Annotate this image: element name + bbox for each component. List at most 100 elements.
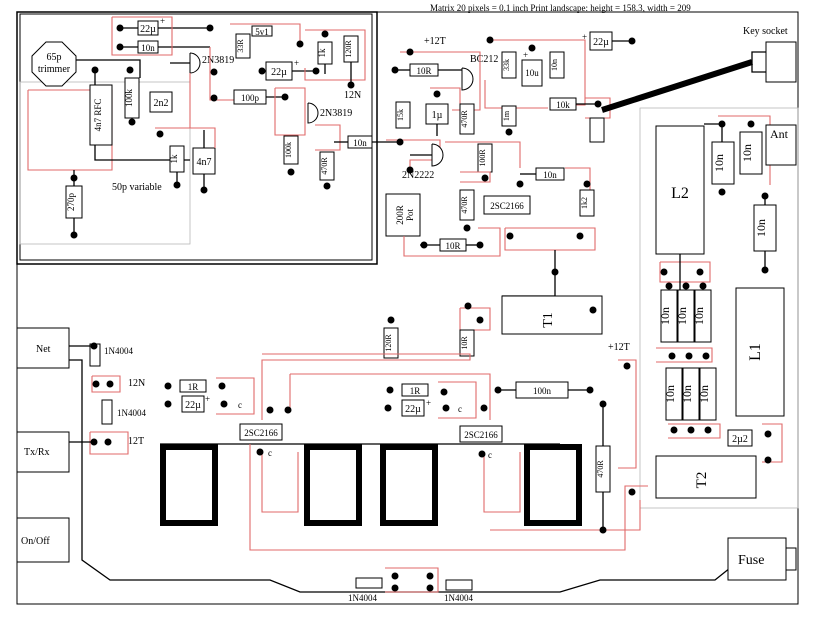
svg-text:22µ: 22µ <box>140 24 156 35</box>
svg-text:+: + <box>205 394 210 404</box>
svg-text:2n2: 2n2 <box>154 98 169 109</box>
capacitor-100p: 100p <box>233 89 267 105</box>
capacitor-10n-k: 10n <box>663 367 683 421</box>
svg-text:10n: 10n <box>663 385 677 403</box>
svg-text:1m: 1m <box>502 110 511 121</box>
onoff-connector: On/Off <box>16 517 70 563</box>
solder-pad <box>220 400 228 408</box>
solder-pad <box>599 400 607 408</box>
solder-pad <box>206 24 214 32</box>
track <box>502 250 556 297</box>
track <box>69 359 780 593</box>
capacitor-10n-i: 10n <box>675 289 695 343</box>
solder-pad <box>764 456 772 464</box>
txrx-connector: Tx/Rx <box>16 431 70 473</box>
solder-pad <box>387 316 395 324</box>
pcb-trace <box>438 381 477 419</box>
transformer-t1: T1 <box>501 295 603 335</box>
resistor-1m-b <box>589 117 605 143</box>
resistor-100r-a: 100R <box>477 143 493 173</box>
solder-pad <box>256 448 264 456</box>
pcb-trace <box>111 16 173 56</box>
svg-text:10k: 10k <box>556 100 570 110</box>
svg-text:100n: 100n <box>533 386 552 396</box>
variable-cap-area <box>19 81 191 245</box>
trimmer-65p: 65p trimmer <box>31 41 77 87</box>
resistor-33k: 33k <box>501 51 517 79</box>
supply-12t-label-b: +12T <box>608 342 630 353</box>
resistor-1r-a: 1R <box>179 379 207 393</box>
resistor-1k-a: 1k <box>169 145 185 173</box>
pcb-trace <box>459 307 491 331</box>
pcb-trace <box>460 171 491 183</box>
resistor-1k2: 1k2 <box>579 189 595 217</box>
svg-text:200R: 200R <box>395 205 405 225</box>
diode-1n4004-b: 1N4004 <box>101 399 146 425</box>
solder-pad <box>323 182 331 190</box>
solder-pad <box>670 426 678 434</box>
rfc-4n7: 4n7 RFC <box>89 84 113 146</box>
capacitor-22u-c: 22µ + <box>582 31 613 51</box>
solder-pad <box>476 241 484 249</box>
solder-pad <box>70 231 78 239</box>
solder-pad <box>528 44 536 52</box>
track <box>704 123 723 142</box>
svg-text:120R: 120R <box>344 40 353 58</box>
solder-pad <box>116 43 124 51</box>
solder-pad <box>442 404 450 412</box>
svg-text:10n: 10n <box>658 307 672 325</box>
capacitor-10n-b: 10n <box>347 135 373 149</box>
inductor-l1: L1 <box>735 287 785 417</box>
pin-c-label: c <box>458 404 462 414</box>
resistor-470r-a: 470R <box>319 151 335 181</box>
resistor-10r-c: 10R <box>459 329 475 357</box>
svg-text:+: + <box>294 58 299 68</box>
solder-pad <box>433 90 441 98</box>
capacitor-270p: 270p <box>65 185 83 219</box>
solder-pad <box>173 181 181 189</box>
svg-text:+: + <box>160 16 165 26</box>
svg-text:10u: 10u <box>525 68 539 78</box>
svg-text:1k2: 1k2 <box>580 197 589 209</box>
solder-pad <box>699 282 707 290</box>
capacitor-10n-d: 10n <box>535 167 565 181</box>
svg-text:1R: 1R <box>188 382 199 392</box>
solder-pad <box>284 406 292 414</box>
key-cable <box>601 59 753 113</box>
solder-pad <box>210 94 218 102</box>
solder-pad <box>104 438 112 446</box>
capacitor-10n-e: 10n <box>711 141 735 185</box>
solder-pad <box>296 40 304 48</box>
svg-text:1N4004: 1N4004 <box>348 593 377 603</box>
solder-pad <box>321 30 329 38</box>
pcb-trace <box>668 423 721 439</box>
variable-cap-label: 50p variable <box>112 182 162 193</box>
svg-text:1k: 1k <box>317 48 327 58</box>
svg-text:15k: 15k <box>396 109 405 121</box>
net-connector: Net <box>16 327 70 369</box>
pcb-trace <box>762 423 783 463</box>
resistor-100k-a: 100k <box>124 77 140 119</box>
fuse-holder: Fuse <box>727 537 797 581</box>
pcb-trace <box>483 452 521 513</box>
solder-pad <box>91 66 99 74</box>
resistor-470r-d: 470R <box>595 445 611 493</box>
capacitor-22u-a: 22µ + <box>137 16 165 36</box>
pcb-trace <box>155 127 216 148</box>
heatsink-block-3 <box>380 444 438 526</box>
solder-pad <box>576 232 584 240</box>
svg-text:4n7: 4n7 <box>197 157 212 168</box>
resistor-15k: 15k <box>395 101 411 129</box>
svg-text:10n: 10n <box>550 59 559 71</box>
resistor-1k-b: 1k <box>317 41 333 65</box>
solder-pad <box>747 120 755 128</box>
solder-pad <box>718 120 726 128</box>
solder-pad <box>480 404 488 412</box>
transistor-2n3819-a: 2N3819 <box>189 52 234 74</box>
svg-text:T2: T2 <box>694 472 710 489</box>
pcb-trace <box>249 444 648 551</box>
heatsink-block-2 <box>304 444 362 526</box>
svg-text:+: + <box>582 32 587 42</box>
resistor-470r-c: 470R <box>459 189 475 221</box>
solder-pad <box>464 302 472 310</box>
